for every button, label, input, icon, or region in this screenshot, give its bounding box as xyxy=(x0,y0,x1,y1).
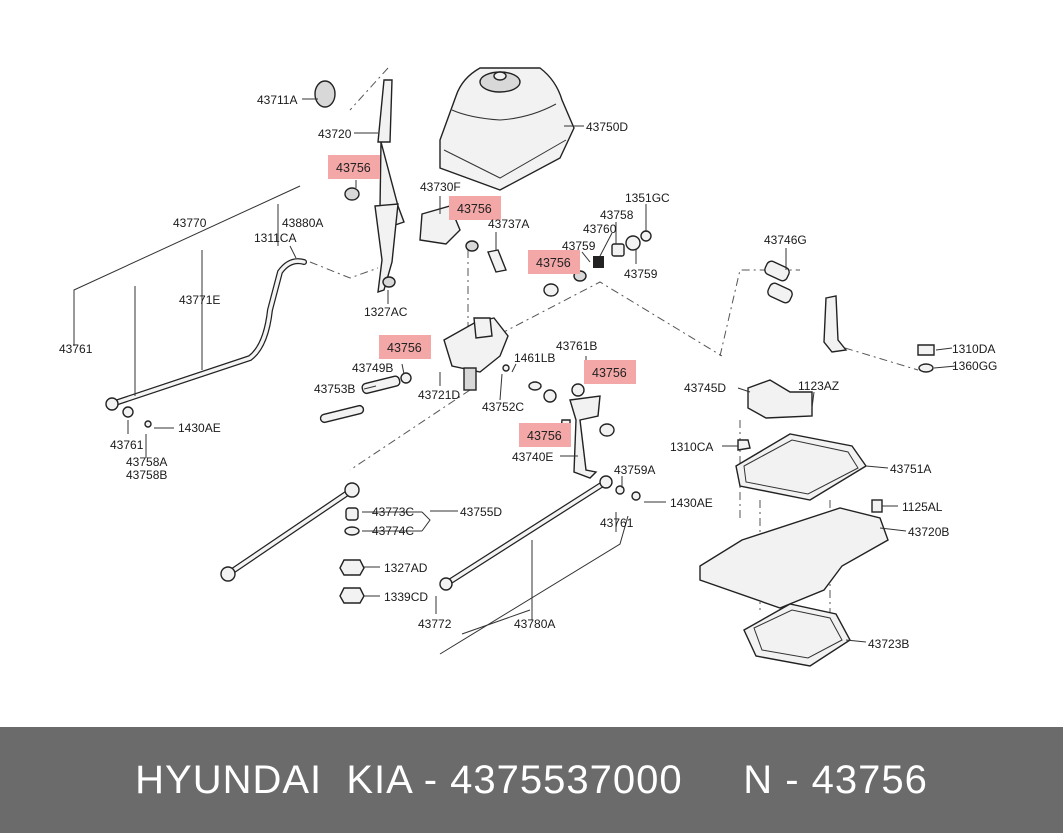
label-43774C: 43774C xyxy=(372,524,414,538)
parts-diagram-svg: .ln { stroke:#333; stroke-width:1; fill:… xyxy=(59,67,997,667)
label-43759A: 43759A xyxy=(614,463,655,477)
label-43771E: 43771E xyxy=(179,293,220,307)
shift-lever xyxy=(314,79,405,294)
label-43750D: 43750D xyxy=(586,120,628,134)
label-43730F: 43730F xyxy=(420,180,461,194)
highlight-label-3: 43756 xyxy=(536,256,571,270)
highlight-label-6: 43756 xyxy=(527,429,562,443)
highlighted-labels: 43756 43756 43756 43756 43756 43756 xyxy=(336,161,627,443)
label-43711A: 43711A xyxy=(257,93,297,107)
label-1310CA: 1310CA xyxy=(670,440,713,454)
label-43753B: 43753B xyxy=(314,382,355,396)
label-43720: 43720 xyxy=(318,127,352,141)
highlight-box-4 xyxy=(379,335,431,359)
label-1430AE-a: 1430AE xyxy=(178,421,221,435)
highlight-box-5 xyxy=(584,360,636,384)
parts-diagram: .ln { stroke:#333; stroke-width:1; fill:… xyxy=(59,67,997,667)
highlight-box-2 xyxy=(449,196,501,220)
label-43761-c: 43761 xyxy=(600,516,634,530)
highlight-label-2: 43756 xyxy=(457,202,492,216)
label-43773C: 43773C xyxy=(372,505,414,519)
label-1351GC: 1351GC xyxy=(625,191,670,205)
base-plates xyxy=(699,379,889,667)
shift-mechanism xyxy=(319,317,615,479)
small-bushings xyxy=(543,230,652,297)
selector-bracket xyxy=(764,260,935,373)
label-1311CA: 1311CA xyxy=(254,231,296,245)
shift-boot xyxy=(439,67,575,191)
label-1360GG: 1360GG xyxy=(952,359,997,373)
label-1310DA: 1310DA xyxy=(952,342,995,356)
label-43759-a: 43759 xyxy=(562,239,596,253)
highlight-box-3 xyxy=(528,250,580,274)
label-43721D: 43721D xyxy=(418,388,460,402)
highlight-box-6 xyxy=(519,423,571,447)
label-1327AD: 1327AD xyxy=(384,561,428,575)
shift-cable-upper xyxy=(105,258,307,428)
highlight-label-5: 43756 xyxy=(592,366,627,380)
footer-part-number: HYUNDAI KIA - 4375537000 N - 43756 xyxy=(135,757,928,802)
label-43759-b: 43759 xyxy=(624,267,658,281)
label-43761-a: 43761 xyxy=(59,342,93,356)
part-labels: 43711A 43720 43750D 43730F 43737A 43758 … xyxy=(59,93,997,651)
label-43737A: 43737A xyxy=(488,217,529,231)
label-43772: 43772 xyxy=(418,617,452,631)
label-1339CD: 1339CD xyxy=(384,590,428,604)
label-43760: 43760 xyxy=(583,222,617,236)
label-43755D: 43755D xyxy=(460,505,502,519)
shift-cable-lower xyxy=(439,475,641,591)
label-43720B: 43720B xyxy=(908,525,949,539)
label-43749B: 43749B xyxy=(352,361,393,375)
label-43758A: 43758A xyxy=(126,455,167,469)
label-43761-b: 43761 xyxy=(110,438,144,452)
label-1123AZ: 1123AZ xyxy=(798,379,839,393)
label-43723B: 43723B xyxy=(868,637,909,651)
shift-rod xyxy=(220,482,365,604)
leader-lines xyxy=(73,98,957,655)
label-43761B: 43761B xyxy=(556,339,597,353)
label-43758: 43758 xyxy=(600,208,634,222)
footer-bar: HYUNDAI KIA - 4375537000 N - 43756 xyxy=(0,727,1063,833)
label-43745D: 43745D xyxy=(684,381,726,395)
label-1430AE-b: 1430AE xyxy=(670,496,713,510)
label-1125AL: 1125AL xyxy=(902,500,943,514)
highlight-boxes xyxy=(328,155,636,447)
highlight-label-4: 43756 xyxy=(387,341,422,355)
label-43770: 43770 xyxy=(173,216,207,230)
highlight-label-1: 43756 xyxy=(336,161,371,175)
label-43740E: 43740E xyxy=(512,450,553,464)
label-1461LB: 1461LB xyxy=(514,351,555,365)
label-43880A: 43880A xyxy=(282,216,323,230)
label-43758B: 43758B xyxy=(126,468,167,482)
highlight-box-1 xyxy=(328,155,380,179)
label-43746G: 43746G xyxy=(764,233,807,247)
label-43752C: 43752C xyxy=(482,400,524,414)
label-43751A: 43751A xyxy=(890,462,931,476)
label-1327AC: 1327AC xyxy=(364,305,408,319)
label-43780A: 43780A xyxy=(514,617,555,631)
